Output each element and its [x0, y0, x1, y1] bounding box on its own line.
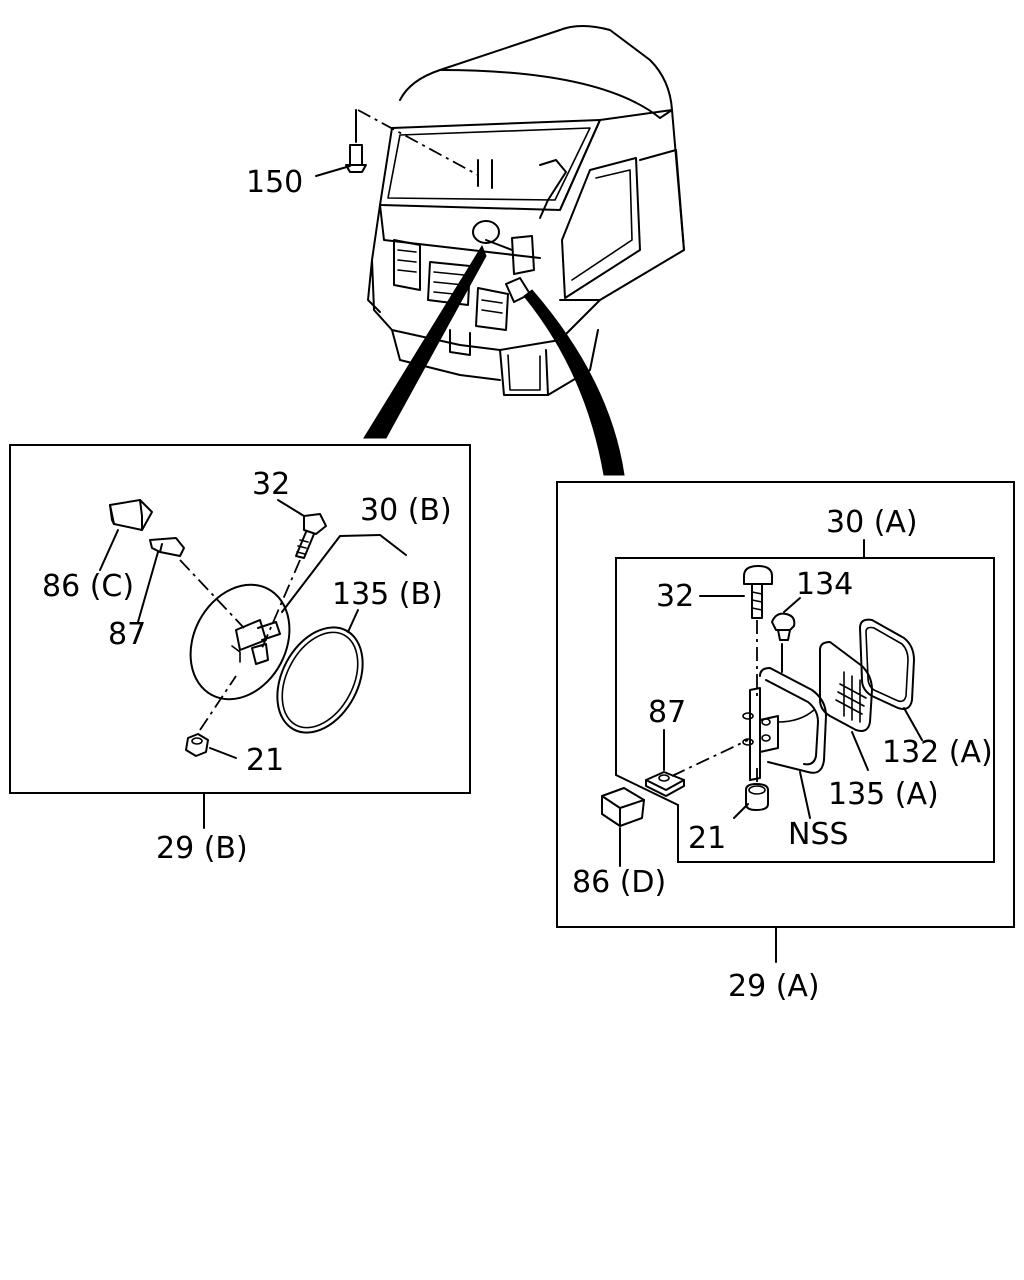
dash-21-to-lamp [199, 675, 237, 731]
leader-135a [851, 731, 869, 771]
leader-87-left [137, 551, 159, 623]
leader-30b [281, 534, 381, 613]
part-21-nut-left [185, 733, 209, 757]
label-135b: 135 (B) [332, 577, 443, 612]
part-32-bolt-right [743, 565, 773, 619]
leader-21-right [733, 803, 749, 819]
leader-134 [783, 597, 801, 613]
label-nss: NSS [788, 817, 849, 852]
pointer-to-29b [363, 244, 487, 439]
leader-132a [903, 707, 923, 741]
truck-cab-illustration [367, 25, 685, 396]
label-135a: 135 (A) [828, 777, 939, 812]
part-135b-ring [276, 626, 364, 734]
label-86d: 86 (D) [572, 865, 666, 900]
panel-29b-frame [9, 444, 471, 794]
part-nss-mirror-housing [759, 667, 827, 774]
leader-30b-bracket [379, 534, 407, 556]
dash-32-to-lamp [261, 559, 301, 649]
label-21-left: 21 [246, 743, 284, 778]
dash-87-to-lamp [179, 559, 245, 629]
label-132a: 132 (A) [882, 735, 993, 770]
part-150-clip [345, 144, 367, 173]
label-29a: 29 (A) [728, 969, 820, 1004]
leader-32-left [277, 499, 305, 517]
label-30b: 30 (B) [360, 493, 452, 528]
label-30a: 30 (A) [826, 505, 918, 540]
part-132a-mirror-cover [859, 618, 915, 710]
label-29b: 29 (B) [156, 831, 248, 866]
part-87-bracket-right [645, 771, 685, 797]
leader-150-dash [357, 109, 479, 176]
part-21-nut-right [745, 783, 769, 811]
label-87-right: 87 [648, 695, 686, 730]
dash-87-to-bracket [671, 739, 749, 777]
label-134: 134 [796, 567, 853, 602]
leader-21-left [209, 747, 237, 759]
part-135a-mirror-glass [819, 641, 873, 732]
part-87-bracket-left [149, 537, 185, 557]
label-150: 150 [246, 165, 303, 200]
part-30b-lamp [189, 583, 291, 701]
leader-nss [799, 771, 811, 819]
leader-86c [99, 529, 119, 571]
label-86c: 86 (C) [42, 569, 134, 604]
part-86d-cover [601, 787, 645, 827]
leader-150 [315, 165, 351, 177]
part-mirror-bracket [742, 687, 779, 781]
part-86c-cover [109, 499, 153, 531]
label-32-left: 32 [252, 467, 290, 502]
leader-135b [347, 609, 359, 633]
label-87-left: 87 [108, 617, 146, 652]
label-32-right: 32 [656, 579, 694, 614]
panel-30a-frame [615, 557, 995, 863]
part-32-bolt-left [295, 513, 327, 559]
part-134-clip [771, 612, 796, 641]
pointer-to-29a [523, 289, 625, 476]
label-21-right: 21 [688, 821, 726, 856]
panel-29a-frame [556, 481, 1015, 928]
